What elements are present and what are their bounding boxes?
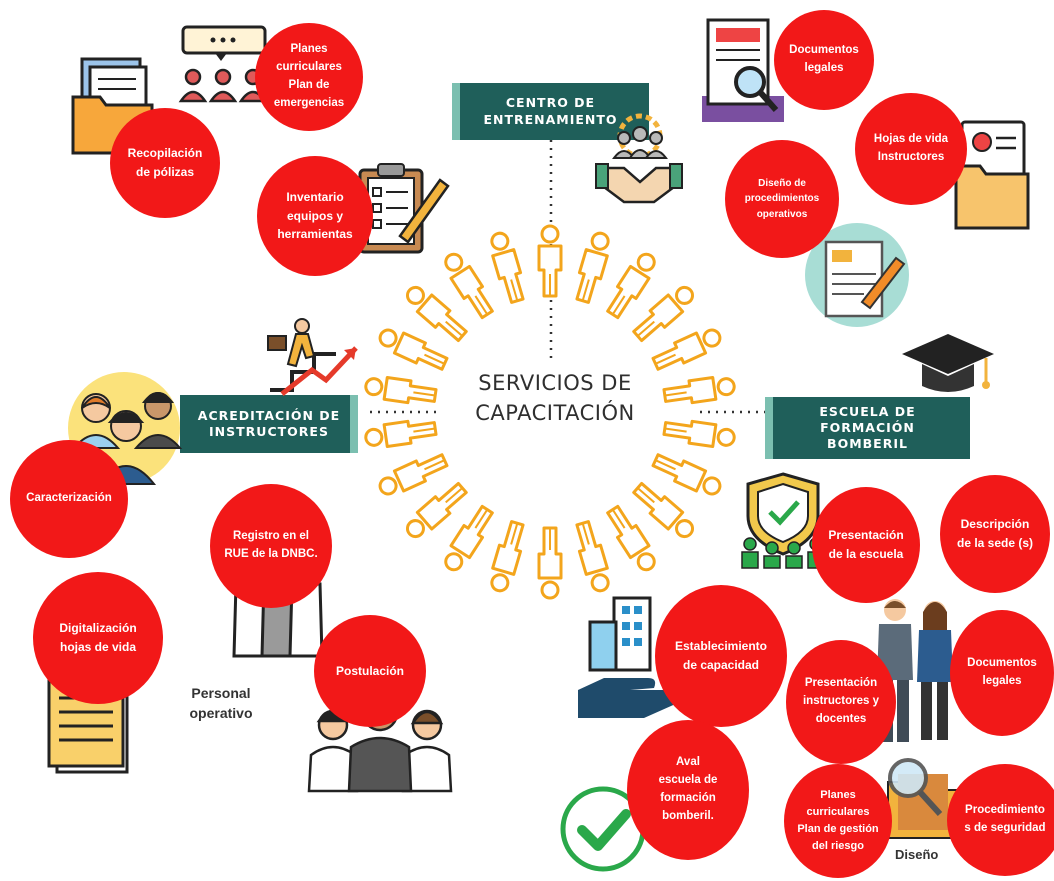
person-figure-icon — [662, 375, 736, 405]
person-figure-icon — [575, 231, 610, 304]
circle-establecimiento-capacidad: Establecimiento de capacidad — [655, 585, 787, 727]
circle-hojas-vida: Hojas de vida Instructores — [855, 93, 967, 205]
person-figure-icon — [606, 252, 656, 320]
circle-diseno-procedimientos: Diseño de procedimientos operativos — [725, 140, 839, 258]
banner-escuela: ESCUELA DE FORMACIÓN BOMBERIL — [765, 397, 970, 459]
circle-postulacion: Postulación — [314, 615, 426, 727]
banner-acreditacion-label: ACREDITACIÓN DE INSTRUCTORES — [197, 407, 341, 439]
building-hand-icon — [578, 596, 680, 718]
banner-acreditacion: ACREDITACIÓN DE INSTRUCTORES — [180, 395, 358, 453]
circle-procedimientos-seguridad: Procedimiento s de seguridad — [947, 764, 1054, 876]
handshake-team-icon — [595, 113, 683, 204]
circle-inventario: Inventario equipos y herramientas — [257, 156, 373, 276]
person-figure-icon — [378, 453, 449, 496]
banner-centro-entrenamiento: CENTRO DE ENTRENAMIENTO — [452, 83, 649, 140]
circle-registro-rue: Registro en el RUE de la DNBC. — [210, 484, 332, 608]
person-figure-icon — [537, 224, 563, 298]
circle-presentacion-escuela: Presentación de la escuela — [812, 487, 920, 603]
person-figure-icon — [632, 285, 695, 343]
banner-centro-label: CENTRO DE ENTRENAMIENTO — [483, 95, 618, 127]
circle-digitalizacion: Digitalización hojas de vida — [33, 572, 163, 704]
circle-recopilacion-polizas: Recopilación de pólizas — [110, 108, 220, 218]
crowd-icon — [307, 694, 453, 793]
circle-planes-curriculares: Planes curriculares Plan de emergencias — [255, 23, 363, 131]
banner-accent — [765, 397, 773, 459]
person-figure-icon — [405, 481, 468, 539]
circle-presentacion-instructores: Presentación instructores y docentes — [786, 640, 896, 764]
form-pencil-icon — [805, 223, 909, 327]
diseno-label: Diseño — [895, 847, 939, 862]
person-figure-icon — [632, 481, 695, 539]
banner-accent — [452, 83, 460, 140]
banner-accent — [350, 395, 358, 453]
center-title: SERVICIOS DE CAPACITACIÓN — [475, 371, 635, 426]
circle-documentos-legales-top: Documentos legales — [774, 10, 874, 110]
person-figure-icon — [606, 504, 656, 572]
person-figure-icon — [651, 453, 722, 496]
circle-descripcion-sede: Descripción de la sede (s) — [940, 475, 1050, 593]
person-figure-icon — [490, 520, 525, 593]
person-figure-icon — [537, 526, 563, 600]
circle-aval-escuela: Aval escuela de formación bomberil. — [627, 720, 749, 860]
document-search-icon — [702, 18, 784, 122]
personal-operativo-label: Personal operativo — [189, 685, 253, 722]
person-figure-icon — [444, 252, 494, 320]
success-stairs-icon — [267, 318, 358, 396]
circle-planes-gestion: Planes curriculares Plan de gestión del … — [784, 764, 892, 878]
circle-caracterizacion: Caracterización — [10, 440, 128, 558]
circle-documentos-legales-bottom: Documentos legales — [950, 610, 1054, 736]
person-figure-icon — [575, 520, 610, 593]
person-figure-icon — [378, 328, 449, 371]
banner-escuela-label: ESCUELA DE FORMACIÓN BOMBERIL — [819, 403, 916, 452]
person-figure-icon — [364, 419, 438, 449]
person-figure-icon — [651, 328, 722, 371]
graduation-cap-icon — [902, 334, 994, 392]
resume-icon — [954, 120, 1030, 230]
person-figure-icon — [405, 285, 468, 343]
person-figure-icon — [662, 419, 736, 449]
person-figure-icon — [490, 231, 525, 304]
person-figure-icon — [444, 504, 494, 572]
person-figure-icon — [364, 375, 438, 405]
